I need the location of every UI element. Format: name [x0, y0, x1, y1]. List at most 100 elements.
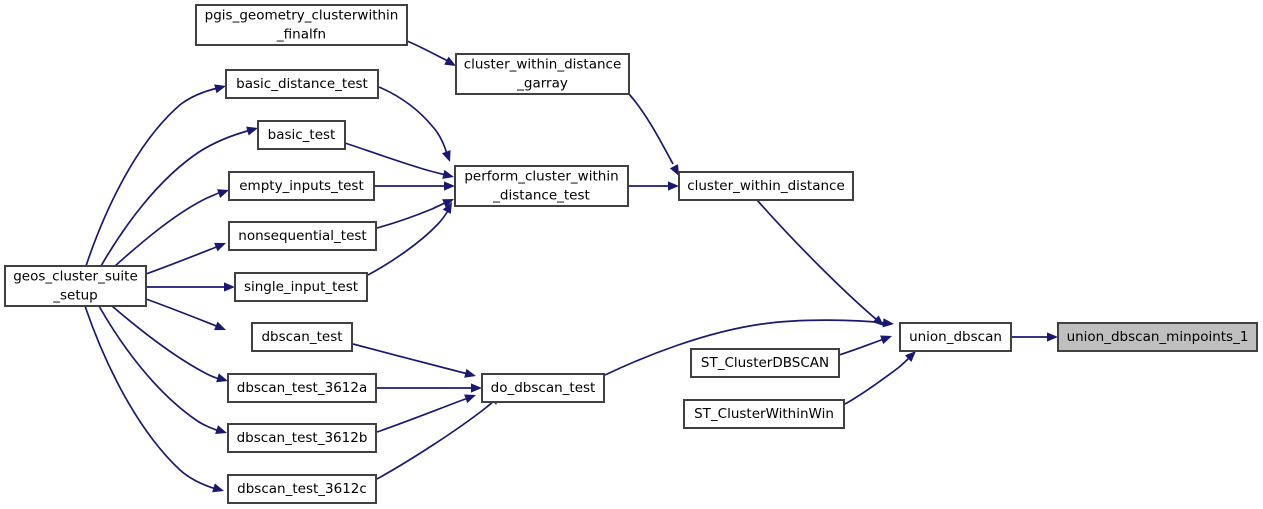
node-perform_cluster_within_distance_test[interactable]: perform_cluster_within_distance_test: [454, 165, 629, 207]
arrowhead-icon: [442, 199, 454, 208]
node-label: ST_ClusterWithinWin: [694, 406, 834, 422]
node-ST_ClusterDBSCAN[interactable]: ST_ClusterDBSCAN: [690, 348, 840, 378]
node-label: empty_inputs_test: [239, 178, 364, 194]
edge-cluster_within_distance-to-union_dbscan: [756, 199, 884, 326]
node-do_dbscan_test[interactable]: do_dbscan_test: [481, 373, 605, 403]
arrowhead-icon: [224, 282, 235, 292]
edge-line: [838, 338, 885, 356]
node-box[interactable]: [678, 171, 854, 201]
edge-line: [344, 142, 447, 176]
edge-line: [111, 305, 221, 380]
node-box[interactable]: [454, 165, 629, 207]
arrowhead-icon: [217, 189, 229, 198]
edge-ST_ClusterWithinWin-to-union_dbscan: [844, 351, 916, 405]
node-box[interactable]: [227, 423, 377, 453]
arrowhead-icon: [215, 425, 227, 434]
node-label: union_dbscan_minpoints_1: [1067, 329, 1249, 345]
node-box[interactable]: [227, 474, 377, 504]
node-label: basic_distance_test: [236, 76, 368, 92]
arrowhead-icon: [669, 164, 679, 176]
node-dbscan_test_3612c[interactable]: dbscan_test_3612c: [227, 474, 377, 504]
node-single_input_test[interactable]: single_input_test: [234, 272, 368, 302]
edge-geos_cluster_suite_setup-to-dbscan_test_3612b: [98, 305, 227, 434]
edge-basic_distance_test-to-perform_cluster_within_distance_test: [378, 86, 451, 162]
edge-line: [406, 40, 451, 63]
edge-do_dbscan_test-to-union_dbscan: [604, 318, 894, 376]
node-box[interactable]: [228, 171, 375, 201]
node-box[interactable]: [690, 348, 840, 378]
node-dbscan_test[interactable]: dbscan_test: [251, 322, 353, 352]
node-label: single_input_test: [244, 279, 358, 295]
arrowhead-icon: [471, 383, 482, 393]
edge-line: [628, 93, 674, 165]
node-label: _finalfn: [276, 27, 326, 43]
node-cluster_within_distance[interactable]: cluster_within_distance: [678, 171, 854, 201]
node-box[interactable]: [228, 221, 377, 251]
edge-line: [376, 397, 469, 433]
node-pgis_geometry_clusterwithin_finalfn[interactable]: pgis_geometry_clusterwithin_finalfn: [195, 4, 408, 46]
node-dbscan_test_3612a[interactable]: dbscan_test_3612a: [227, 373, 377, 403]
node-cluster_within_distance_garray[interactable]: cluster_within_distance_garray: [455, 53, 630, 95]
edge-geos_cluster_suite_setup-to-empty_inputs_test: [114, 189, 229, 267]
arrowhead-icon: [1047, 332, 1058, 342]
node-ST_ClusterWithinWin[interactable]: ST_ClusterWithinWin: [683, 399, 845, 429]
node-box[interactable]: [899, 322, 1012, 352]
node-geos_cluster_suite_setup[interactable]: geos_cluster_suite_setup: [4, 265, 147, 307]
node-label: union_dbscan: [909, 329, 1002, 345]
edge-geos_cluster_suite_setup-to-dbscan_test: [145, 298, 226, 331]
edge-geos_cluster_suite_setup-to-dbscan_test_3612c: [84, 305, 224, 493]
node-basic_distance_test[interactable]: basic_distance_test: [225, 69, 379, 99]
node-box[interactable]: [257, 120, 346, 150]
arrowhead-icon: [216, 373, 228, 383]
arrowhead-icon: [212, 483, 224, 493]
edge-line: [85, 87, 219, 267]
node-union_dbscan_minpoints_1[interactable]: union_dbscan_minpoints_1: [1057, 322, 1258, 352]
edge-line: [98, 305, 220, 432]
edge-line: [145, 298, 220, 328]
node-box[interactable]: [1057, 322, 1258, 352]
arrowhead-icon: [464, 368, 476, 378]
node-box[interactable]: [195, 4, 408, 46]
node-empty_inputs_test[interactable]: empty_inputs_test: [228, 171, 375, 201]
arrowhead-icon: [444, 181, 455, 191]
edge-dbscan_test_3612c-to-do_dbscan_test: [376, 394, 501, 480]
edge-line: [84, 305, 217, 490]
node-box[interactable]: [227, 373, 377, 403]
arrowhead-icon: [214, 321, 226, 331]
edge-dbscan_test-to-do_dbscan_test: [352, 343, 476, 378]
node-nonsequential_test[interactable]: nonsequential_test: [228, 221, 377, 251]
node-box[interactable]: [481, 373, 605, 403]
edge-line: [367, 208, 450, 276]
node-basic_test[interactable]: basic_test: [257, 120, 346, 150]
edge-dbscan_test_3612a-to-do_dbscan_test: [377, 383, 482, 393]
edge-geos_cluster_suite_setup-to-nonsequential_test: [145, 242, 226, 275]
arrowhead-icon: [442, 169, 454, 179]
node-union_dbscan[interactable]: union_dbscan: [899, 322, 1012, 352]
edge-line: [378, 86, 448, 155]
node-box[interactable]: [455, 53, 630, 95]
node-box[interactable]: [225, 69, 379, 99]
nodes-layer: pgis_geometry_clusterwithin_finalfnclust…: [4, 4, 1258, 504]
arrowhead-icon: [214, 84, 226, 94]
edge-perform_cluster_within_distance_test-to-cluster_within_distance: [629, 181, 679, 191]
arrowhead-icon: [441, 150, 451, 162]
node-label: perform_cluster_within: [464, 169, 618, 185]
node-label: do_dbscan_test: [491, 380, 596, 396]
node-box[interactable]: [251, 322, 353, 352]
edge-union_dbscan-to-union_dbscan_minpoints_1: [1011, 332, 1058, 342]
node-label: dbscan_test_3612c: [237, 481, 367, 497]
node-box[interactable]: [234, 272, 368, 302]
arrowhead-icon: [668, 181, 679, 191]
node-label: ST_ClusterDBSCAN: [701, 355, 829, 371]
node-label: _garray: [516, 76, 568, 92]
node-label: nonsequential_test: [238, 228, 366, 244]
node-box[interactable]: [4, 265, 147, 307]
node-dbscan_test_3612b[interactable]: dbscan_test_3612b: [227, 423, 377, 453]
arrowhead-icon: [214, 242, 226, 252]
edge-line: [376, 398, 497, 480]
arrowhead-icon: [882, 318, 894, 328]
node-box[interactable]: [683, 399, 845, 429]
edge-geos_cluster_suite_setup-to-single_input_test: [146, 282, 235, 292]
edge-line: [145, 245, 220, 275]
